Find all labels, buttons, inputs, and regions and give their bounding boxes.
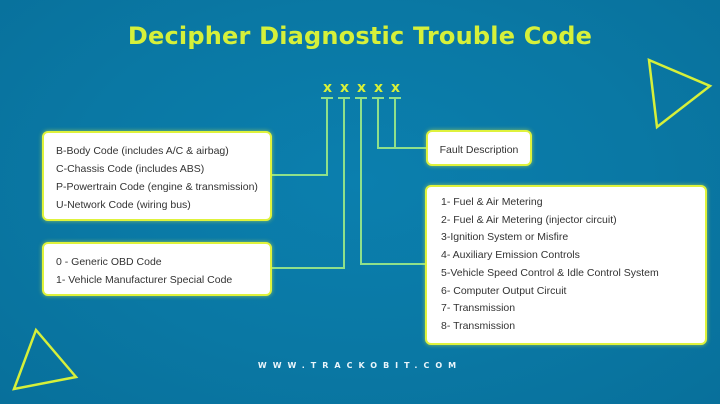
- triangle-decoration-left: [12, 327, 79, 391]
- fault-description-label: Fault Description: [439, 144, 519, 156]
- code-placeholders: x x x x x: [319, 80, 404, 96]
- code-char-2: x: [339, 80, 350, 96]
- subsystem-item: 3-Ignition System or Misfire: [441, 231, 569, 244]
- subsystem-item: 6- Computer Output Circuit: [441, 284, 567, 297]
- code-char-5: x: [390, 80, 401, 96]
- subsystem-box: 1- Fuel & Air Metering 2- Fuel & Air Met…: [425, 185, 707, 345]
- system-type-box: B-Body Code (includes A/C & airbag) C-Ch…: [42, 131, 272, 221]
- system-type-network: U-Network Code (wiring bus): [56, 199, 191, 211]
- subsystem-item: 2- Fuel & Air Metering (injector circuit…: [441, 213, 617, 226]
- fault-description-box: Fault Description: [426, 130, 532, 166]
- code-char-1: x: [322, 80, 333, 96]
- code-type-generic: 0 - Generic OBD Code: [56, 256, 162, 268]
- subsystem-item: 7- Transmission: [441, 302, 516, 315]
- subsystem-item: 1- Fuel & Air Metering: [441, 196, 543, 208]
- system-type-chassis: C-Chassis Code (includes ABS): [56, 163, 205, 175]
- triangle-decoration-right: [647, 58, 713, 130]
- subsystem-item: 4- Auxiliary Emission Controls: [441, 249, 580, 262]
- footer-url: WWW.TRACKOBIT.COM: [257, 361, 463, 370]
- system-type-body: B-Body Code (includes A/C & airbag): [56, 145, 229, 157]
- subsystem-item: 5-Vehicle Speed Control & Idle Control S…: [441, 266, 659, 279]
- system-type-powertrain: P-Powertrain Code (engine & transmission…: [56, 181, 258, 193]
- code-type-manufacturer: 1- Vehicle Manufacturer Special Code: [56, 274, 233, 286]
- code-char-3: x: [356, 80, 367, 96]
- subsystem-item: 8- Transmission: [441, 319, 516, 332]
- code-type-box: 0 - Generic OBD Code 1- Vehicle Manufact…: [42, 242, 272, 296]
- code-char-4: x: [373, 80, 384, 96]
- page-title: Decipher Diagnostic Trouble Code: [127, 22, 593, 50]
